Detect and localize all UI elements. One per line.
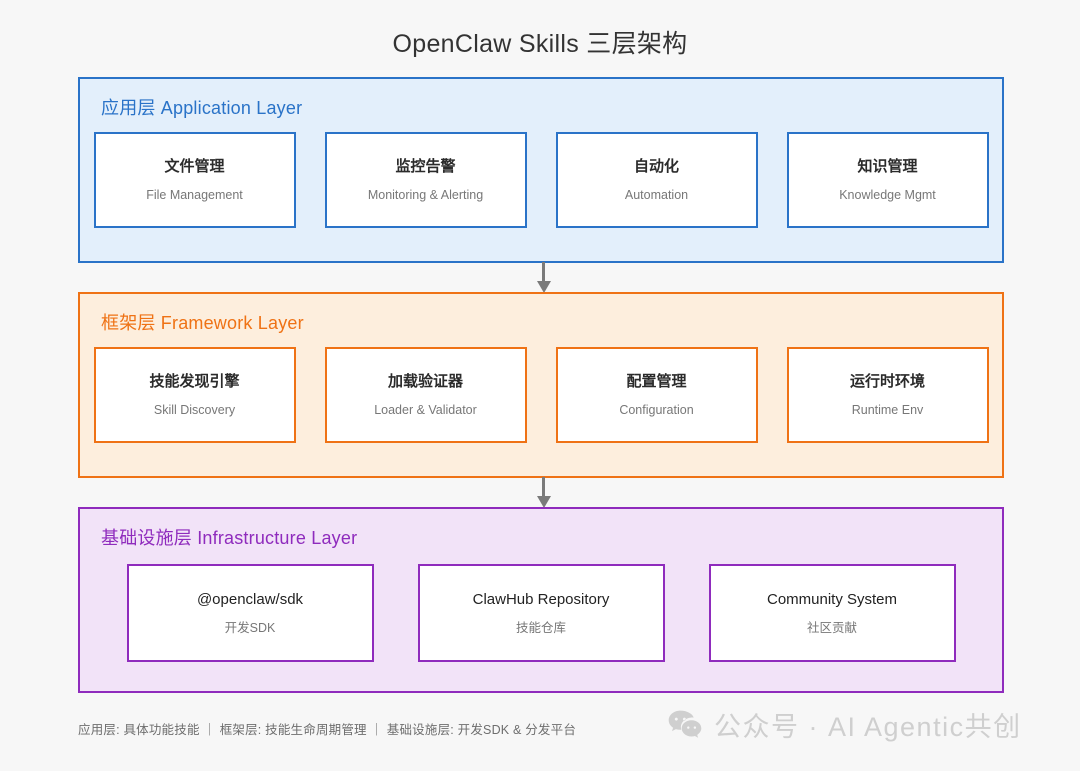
arrow-down-icon-framework-to-infrastructure — [537, 477, 551, 508]
card-subtitle: Runtime Env — [851, 402, 924, 417]
card-knowledge-mgmt[interactable]: 知识管理 Knowledge Mgmt — [786, 132, 989, 228]
card-runtime-env[interactable]: 运行时环境 Runtime Env — [786, 347, 989, 443]
card-file-management[interactable]: 文件管理 File Management — [93, 132, 296, 228]
watermark-text: 公众号 · AI Agentic共创 — [714, 712, 1022, 742]
card-clawhub-repository[interactable]: ClawHub Repository 技能仓库 — [417, 564, 665, 662]
card-subtitle: Knowledge Mgmt — [839, 187, 936, 202]
card-automation[interactable]: 自动化 Automation — [555, 132, 758, 228]
card-subtitle: 开发SDK — [224, 620, 276, 635]
card-title: Community System — [766, 590, 898, 608]
layer-infrastructure-label: 基础设施层 Infrastructure Layer — [101, 528, 358, 548]
card-title: 加载验证器 — [387, 372, 463, 390]
card-title: 监控告警 — [395, 157, 456, 175]
card-configuration[interactable]: 配置管理 Configuration — [555, 347, 758, 443]
layer-application: 应用层 Application Layer 文件管理 File Manageme… — [78, 77, 1004, 263]
layer-application-label: 应用层 Application Layer — [101, 98, 303, 118]
card-subtitle: File Management — [146, 187, 243, 202]
card-title: 知识管理 — [857, 157, 918, 175]
card-title: 文件管理 — [164, 157, 225, 175]
wechat-icon — [668, 710, 702, 739]
arrow-head — [537, 496, 551, 508]
card-community-system[interactable]: Community System 社区贡献 — [708, 564, 956, 662]
layer-application-cards: 文件管理 File Management 监控告警 Monitoring & A… — [80, 132, 1002, 228]
card-skill-discovery[interactable]: 技能发现引擎 Skill Discovery — [93, 347, 296, 443]
card-subtitle: Loader & Validator — [374, 402, 477, 417]
card-monitoring-alerting[interactable]: 监控告警 Monitoring & Alerting — [324, 132, 527, 228]
card-subtitle: Automation — [624, 187, 689, 202]
layer-framework-cards: 技能发现引擎 Skill Discovery 加载验证器 Loader & Va… — [80, 347, 1002, 443]
layer-infrastructure: 基础设施层 Infrastructure Layer @openclaw/sdk… — [78, 507, 1004, 693]
card-subtitle: Monitoring & Alerting — [367, 187, 484, 202]
arrow-shaft — [542, 262, 545, 283]
card-loader-validator[interactable]: 加载验证器 Loader & Validator — [324, 347, 527, 443]
card-subtitle: Skill Discovery — [153, 402, 236, 417]
card-title: @openclaw/sdk — [196, 590, 304, 608]
card-title: 配置管理 — [626, 372, 687, 390]
page-title: OpenClaw Skills 三层架构 — [392, 30, 688, 58]
arrow-shaft — [542, 477, 545, 498]
card-title: 运行时环境 — [849, 372, 925, 390]
layer-framework: 框架层 Framework Layer 技能发现引擎 Skill Discove… — [78, 292, 1004, 478]
card-subtitle: 技能仓库 — [515, 620, 566, 635]
footer-legend: 应用层: 具体功能技能 ｜ 框架层: 技能生命周期管理 ｜ 基础设施层: 开发S… — [78, 723, 577, 737]
card-subtitle: Configuration — [619, 402, 694, 417]
card-title: ClawHub Repository — [472, 590, 610, 608]
arrow-down-icon-application-to-framework — [537, 262, 551, 293]
card-openclaw-sdk[interactable]: @openclaw/sdk 开发SDK — [126, 564, 374, 662]
layer-framework-label: 框架层 Framework Layer — [101, 313, 304, 333]
arrow-head — [537, 281, 551, 293]
layer-infrastructure-cards: @openclaw/sdk 开发SDK ClawHub Repository 技… — [80, 564, 1002, 662]
card-title: 技能发现引擎 — [149, 372, 240, 390]
watermark: 公众号 · AI Agentic共创 — [668, 705, 1022, 744]
card-subtitle: 社区贡献 — [806, 620, 857, 635]
card-title: 自动化 — [633, 157, 679, 175]
